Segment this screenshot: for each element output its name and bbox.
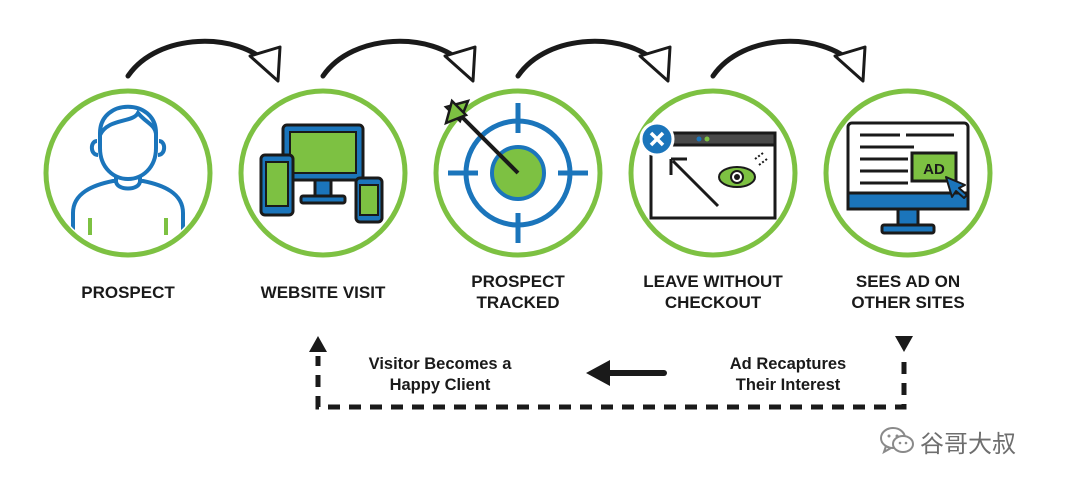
monitor-ad-icon: AD bbox=[846, 121, 970, 235]
step-label-prospect-tracked: PROSPECT TRACKED bbox=[471, 272, 565, 312]
step-arrow-2 bbox=[320, 38, 477, 83]
step-arrow-4 bbox=[710, 38, 867, 83]
step-label-leave-without-checkout: LEAVE WITHOUT CHECKOUT bbox=[643, 272, 783, 312]
loop-up-arrowhead bbox=[309, 336, 327, 352]
browser-exit-icon bbox=[639, 121, 777, 220]
wechat-icon bbox=[880, 427, 914, 455]
step-circle-prospect-tracked bbox=[433, 88, 603, 258]
target-icon bbox=[443, 98, 588, 243]
step-label-website-visit: WEBSITE VISIT bbox=[260, 283, 386, 302]
step-circle-prospect bbox=[43, 88, 213, 258]
step-label-prospect: PROSPECT bbox=[81, 283, 175, 302]
devices-icon bbox=[259, 123, 384, 224]
watermark-text: 谷哥大叔 bbox=[920, 429, 1016, 458]
loop-text-happy-client: Visitor Becomes a Happy Client bbox=[368, 355, 512, 394]
step-label-sees-ad: SEES AD ON OTHER SITES bbox=[851, 272, 965, 312]
step-arrow-3 bbox=[515, 38, 672, 83]
loop-down-arrowhead bbox=[895, 336, 913, 352]
loop-left-arrowhead bbox=[586, 360, 610, 386]
loop-text-ad-recaptures: Ad Recaptures Their Interest bbox=[729, 355, 847, 394]
step-circle-leave-without-checkout bbox=[628, 88, 798, 258]
person-icon bbox=[71, 104, 185, 251]
step-arrow-1 bbox=[125, 38, 282, 83]
ad-badge-text: AD bbox=[923, 161, 945, 178]
step-circle-sees-ad: AD bbox=[823, 88, 993, 258]
watermark: 谷哥大叔 bbox=[880, 426, 1016, 458]
step-circle-website-visit bbox=[238, 88, 408, 258]
return-loop bbox=[309, 336, 913, 410]
